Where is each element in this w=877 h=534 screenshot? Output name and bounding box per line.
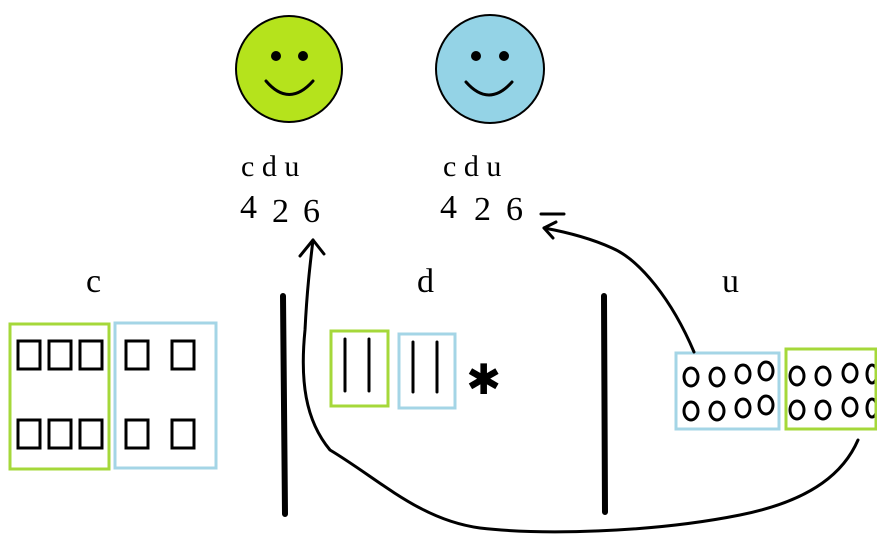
column-divider-right: [601, 293, 608, 515]
green-smiley-icon: [235, 15, 343, 123]
tens-sticks: [343, 337, 439, 394]
blue-hundreds-digit: 4: [440, 189, 457, 226]
unit-circle: [865, 363, 877, 385]
tens-green-group: [329, 329, 390, 408]
column-label-u: u: [722, 263, 739, 300]
hundred-square: [78, 339, 104, 371]
unit-circle: [788, 365, 806, 387]
unit-circle: [734, 363, 752, 385]
hundred-square: [47, 339, 73, 371]
column-label-c: c: [86, 263, 101, 300]
hundred-square: [16, 339, 42, 371]
hundreds-blue-group: [113, 321, 218, 470]
blue-place-header: c d u: [443, 150, 501, 183]
blue-smiley-icon: [435, 14, 545, 124]
unit-circle: [814, 365, 832, 387]
unit-circle: [757, 394, 775, 416]
hundred-square: [16, 418, 42, 450]
column-divider-left: [280, 293, 288, 517]
blue-units-digit: 6: [506, 191, 523, 228]
tens-blue-group: [397, 332, 457, 410]
blue-tens-digit: 2: [474, 191, 491, 228]
green-hundreds-digit: 4: [240, 189, 257, 226]
unit-circle: [841, 362, 859, 384]
unit-circle: [682, 400, 700, 422]
unit-circle: [682, 366, 700, 388]
unit-circle: [734, 397, 752, 419]
green-place-header: c d u: [241, 150, 299, 183]
hundred-square: [78, 418, 104, 450]
star-icon: ✱: [466, 355, 501, 404]
arrow-icon: [298, 212, 860, 534]
unit-circle: [841, 396, 859, 418]
hundred-square: [124, 339, 150, 371]
green-units-digit: 6: [303, 193, 320, 230]
unit-circle: [757, 360, 775, 382]
hundred-square: [47, 418, 73, 450]
units-circles: [682, 360, 877, 422]
hundred-square: [170, 418, 196, 450]
unit-circle: [708, 400, 726, 422]
unit-circle: [708, 366, 726, 388]
hundreds-squares: [16, 339, 196, 450]
column-label-d: d: [417, 263, 434, 300]
unit-circle: [814, 399, 832, 421]
green-tens-digit: 2: [272, 193, 289, 230]
hundreds-green-group: [8, 322, 111, 471]
unit-circle: [865, 397, 877, 419]
units-blue-group: [674, 351, 781, 431]
hundred-square: [170, 339, 196, 371]
hundred-square: [124, 418, 150, 450]
units-green-group: [784, 347, 877, 431]
unit-circle: [788, 399, 806, 421]
